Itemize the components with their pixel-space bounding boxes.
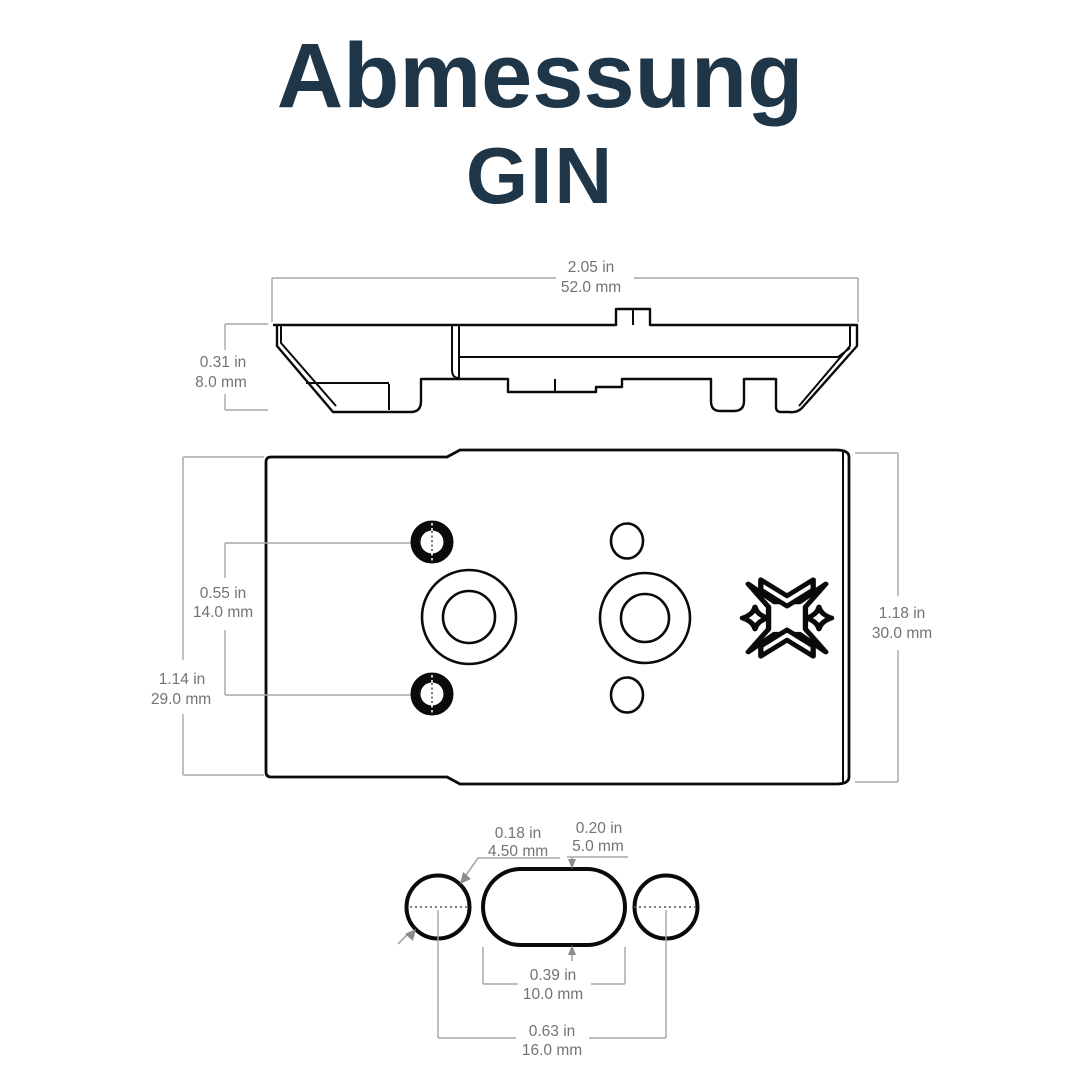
extension-lines [271,278,859,322]
logo-top-chevron [758,577,816,609]
side-profile-view: 2.05 in 52.0 mm 0.31 in 8.0 mm [195,259,859,414]
dim-profile-height-in: 0.31 in [200,354,247,371]
profile-outline [272,307,859,414]
dim-slot-height-mm: 5.0 mm [572,838,624,855]
arrowhead [568,945,576,955]
title-product-name: GIN [465,131,615,220]
extension-lines [437,910,667,1038]
arrowhead [405,929,416,941]
bottom-detail-view: 0.18 in 4.50 mm 0.20 in 5.0 mm 0.39 [397,820,700,1059]
dim-slot-length-in: 0.39 in [530,967,577,984]
dim-total-height-mm: 30.0 mm [872,625,932,642]
dim-total-height-in: 1.18 in [879,605,926,622]
dim-pin-spacing-in: 0.63 in [529,1023,576,1040]
dim-left-edge-height-mm: 29.0 mm [151,691,211,708]
dim-leaders [225,542,432,696]
dim-profile-width [271,277,859,322]
arrowhead [460,872,471,884]
dim-slot-length-mm: 10.0 mm [523,986,583,1003]
dim-hole-spacing [224,542,432,696]
logo-right-diamond [803,604,835,632]
pin-hole-top [609,522,645,560]
left-bore [420,568,518,666]
extension-lines [482,947,626,984]
dim-profile-height-mm: 8.0 mm [195,374,247,391]
top-plan-view: 1.14 in 29.0 mm 0.55 in 14.0 mm 1.18 in … [151,448,932,786]
dim-left-edge-height [182,456,264,776]
arrowhead [568,859,576,869]
dim-ticks [225,323,268,411]
dim-profile-height [224,323,268,411]
page-title: Abmessung GIN [0,30,1080,216]
dim-slot-height-in: 0.20 in [576,820,623,837]
logo-bottom-chevron [758,627,816,659]
dim-pin-diameter-mm: 4.50 mm [488,843,548,860]
brand-logo-icon [739,577,835,659]
dim-profile-width-in: 2.05 in [568,259,615,276]
dim-slot-length [482,947,626,985]
dim-pin-spacing-mm: 16.0 mm [522,1042,582,1059]
logo-left-diamond [739,604,771,632]
dim-ticks [183,456,264,776]
dim-hole-spacing-mm: 14.0 mm [193,604,253,621]
dim-ticks [855,452,898,783]
screw-hole-bottom [410,672,454,716]
screw-hole-top [410,520,454,564]
dim-profile-width-mm: 52.0 mm [561,279,621,296]
dim-total-height [855,452,899,783]
dim-pin-spacing [437,910,667,1039]
right-bore [598,571,692,665]
pin-hole-bottom [609,676,645,714]
title-product-category: Abmessung [276,25,804,127]
dim-left-edge-height-in: 1.14 in [159,671,206,688]
dim-hole-spacing-in: 0.55 in [200,585,247,602]
detail-slot [481,867,627,947]
logo-x-shape [745,581,829,655]
dim-pin-diameter-in: 0.18 in [495,825,542,842]
profile-interior-edges [280,309,851,410]
